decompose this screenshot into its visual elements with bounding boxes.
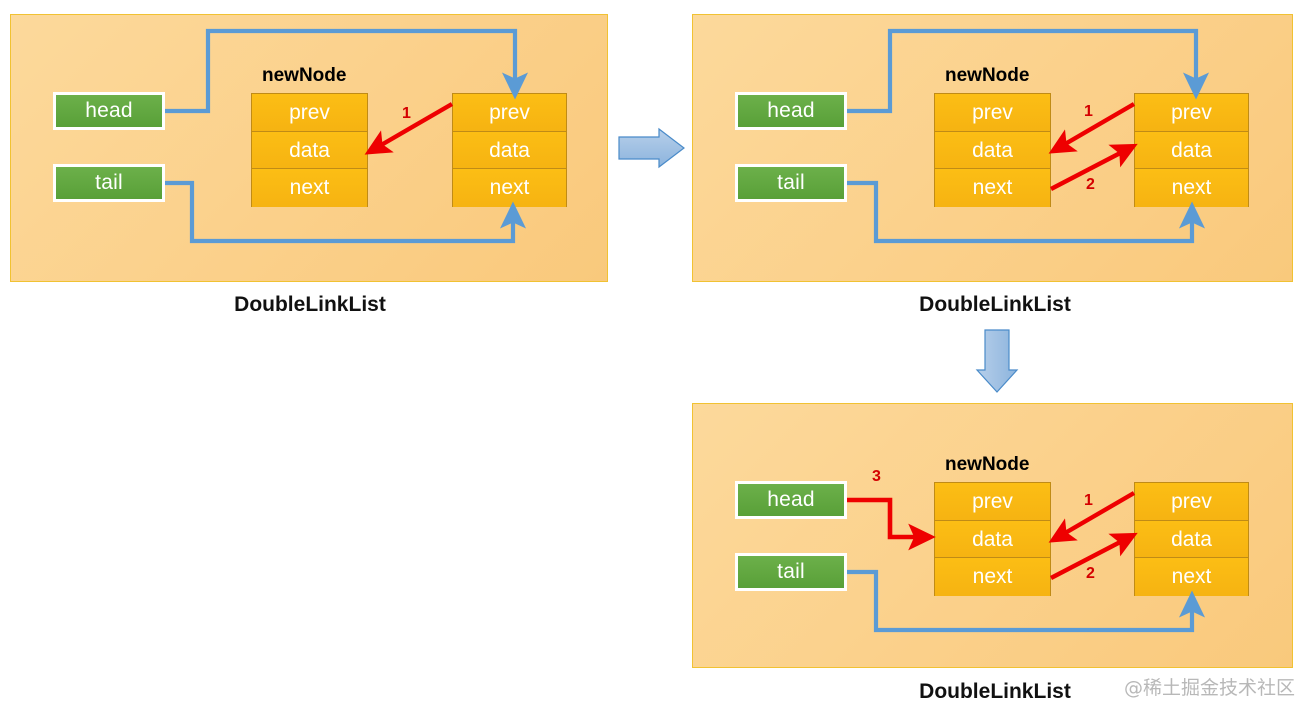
panel-2-step-1-number: 1 (1084, 103, 1093, 120)
panel-3-newnode-data: data (935, 520, 1050, 559)
panel-1-newnode-next: next (252, 169, 367, 207)
panel-3-head-label: head (767, 488, 815, 511)
panel-3-step-2-number: 2 (1086, 565, 1095, 582)
panel-2-head-label: head (767, 99, 815, 122)
panel-3-newnode-label: newNode (945, 454, 1030, 475)
panel-1-existing-prev: prev (453, 94, 566, 132)
panel-2-caption: DoubleLinkList (919, 293, 1071, 316)
panel-2-tail-label: tail (777, 171, 805, 194)
panel-2-newnode-prev: prev (935, 94, 1050, 132)
panel-3-caption: DoubleLinkList (919, 680, 1071, 703)
panel-2-tail-box: tail (735, 164, 847, 202)
panel-1-newnode-data: data (252, 131, 367, 170)
panel-2-existing-next: next (1135, 169, 1248, 207)
panel-2-head-box: head (735, 92, 847, 130)
panel-3-newnode-prev: prev (935, 483, 1050, 521)
panel-3-tail-label: tail (777, 560, 805, 583)
panel-1-existing-data: data (453, 131, 566, 170)
panel-2-newnode-next: next (935, 169, 1050, 207)
panel-2-newnode: prev data next (934, 93, 1051, 207)
panel-1-tail-label: tail (95, 171, 123, 194)
panel-2-newnode-label: newNode (945, 65, 1030, 86)
panel-3-head-box: head (735, 481, 847, 519)
panel-1-newnode-prev: prev (252, 94, 367, 132)
panel-3-existing-prev: prev (1135, 483, 1248, 521)
panel-1-existing-node: prev data next (452, 93, 567, 207)
panel-3-existing-node: prev data next (1134, 482, 1249, 596)
panel-2-existing-prev: prev (1135, 94, 1248, 132)
panel-1-existing-next: next (453, 169, 566, 207)
panel-3-newnode-next: next (935, 558, 1050, 596)
panel-1-tail-box: tail (53, 164, 165, 202)
watermark-text: @稀土掘金技术社区 (1124, 677, 1296, 699)
panel-1-caption: DoubleLinkList (234, 293, 386, 316)
flow-arrow-right-icon (618, 127, 685, 169)
panel-2-newnode-data: data (935, 131, 1050, 170)
panel-3-step-3-number: 3 (872, 468, 881, 485)
panel-2-existing-node: prev data next (1134, 93, 1249, 207)
panel-2-step-2-number: 2 (1086, 176, 1095, 193)
panel-1-head-box: head (53, 92, 165, 130)
panel-3-tail-box: tail (735, 553, 847, 591)
panel-2-existing-data: data (1135, 131, 1248, 170)
panel-3-existing-data: data (1135, 520, 1248, 559)
panel-1-step-1-number: 1 (402, 105, 411, 122)
panel-1-newnode: prev data next (251, 93, 368, 207)
panel-3-step-1-number: 1 (1084, 492, 1093, 509)
panel-3-newnode: prev data next (934, 482, 1051, 596)
panel-3-existing-next: next (1135, 558, 1248, 596)
flow-arrow-down-icon (975, 329, 1019, 393)
panel-1-head-label: head (85, 99, 133, 122)
panel-1-newnode-label: newNode (262, 65, 347, 86)
